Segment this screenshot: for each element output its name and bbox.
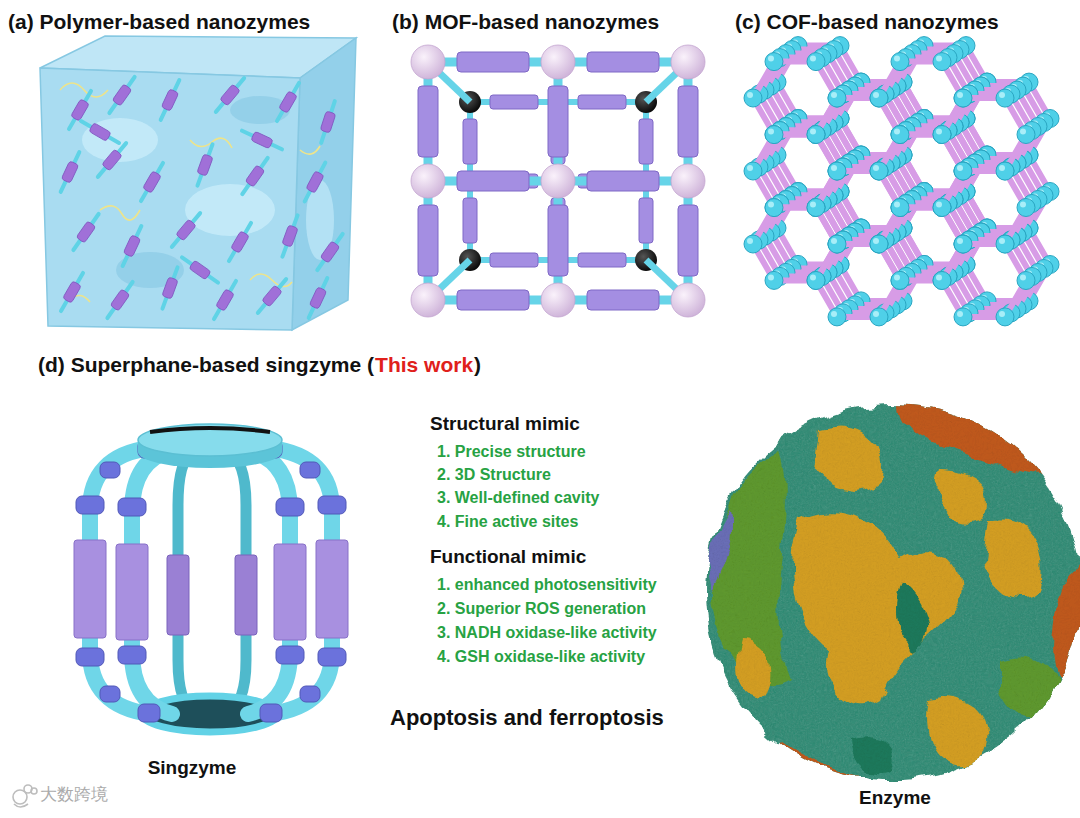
conclusion-text: Apoptosis and ferroptosis: [390, 705, 664, 730]
list-item: 4. Fine active sites: [437, 513, 578, 531]
list-item: 3. NADH oxidase-like activity: [437, 624, 657, 642]
section-heading: Functional mimic: [430, 546, 586, 568]
figure-caption: Singzyme: [148, 757, 237, 779]
watermark: 大数跨境: [40, 785, 108, 805]
panel-title: (b) MOF-based nanozymes: [392, 10, 659, 34]
list-item: 2. Superior ROS generation: [437, 600, 646, 618]
list-item: 3. Well-defined cavity: [437, 489, 599, 507]
list-item: 1. Precise structure: [437, 443, 586, 461]
figure-caption: Enzyme: [859, 787, 931, 809]
section-heading: Structural mimic: [430, 413, 580, 435]
panel-title: (d) Superphane-based singzyme (: [38, 353, 374, 377]
highlight-tag: This work: [375, 353, 473, 377]
list-item: 4. GSH oxidase-like activity: [437, 648, 645, 666]
panel-title: ): [474, 353, 481, 377]
panel-title: (a) Polymer-based nanozymes: [8, 10, 310, 34]
list-item: 2. 3D Structure: [437, 466, 551, 484]
list-item: 1. enhanced photosensitivity: [437, 576, 657, 594]
panel-title: (c) COF-based nanozymes: [735, 10, 999, 34]
